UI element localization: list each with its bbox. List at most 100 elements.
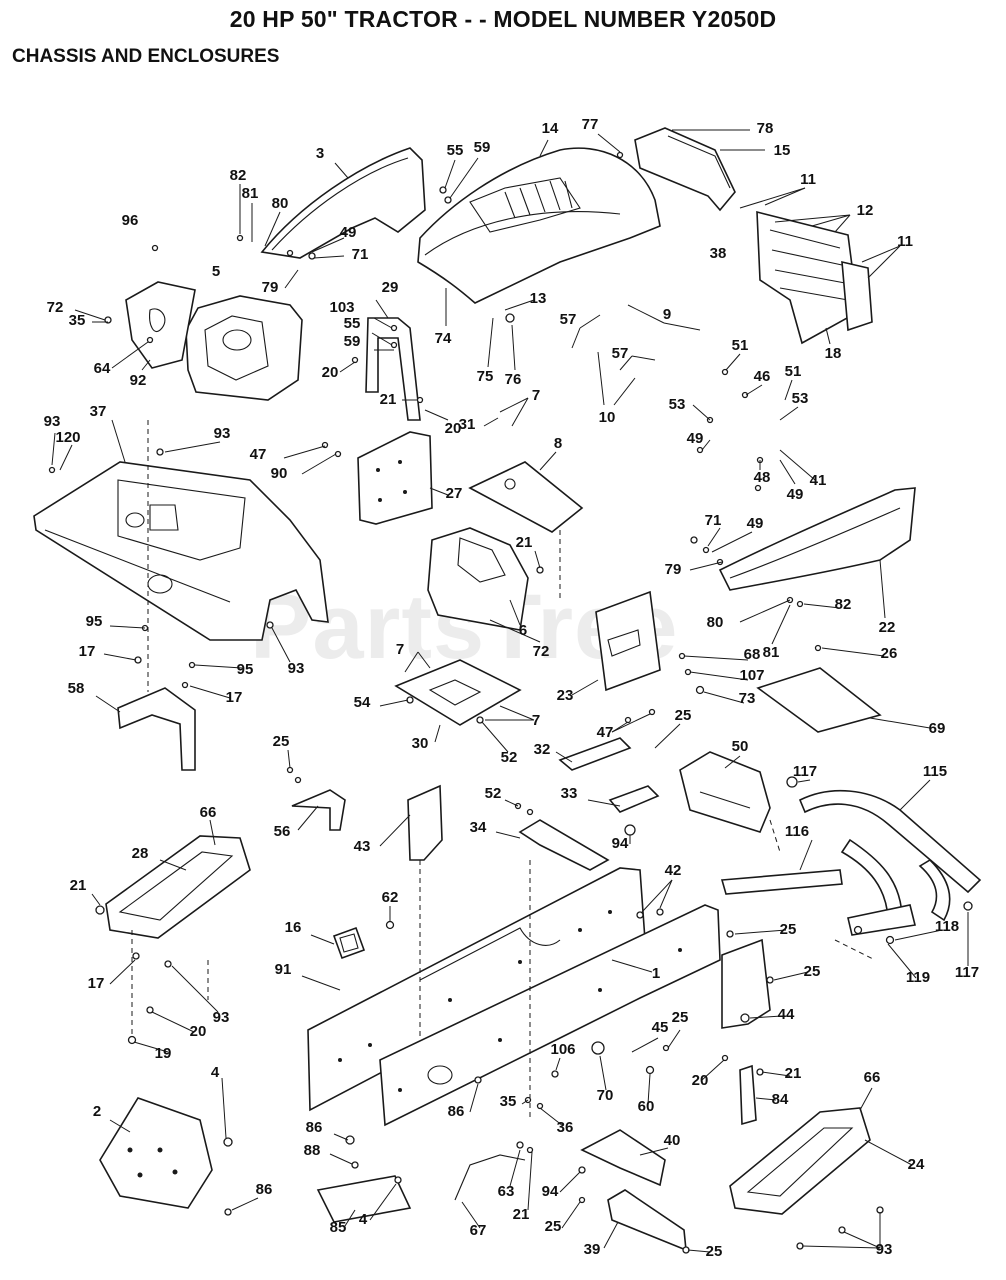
- callout-49: 49: [340, 224, 357, 241]
- callout-7: 7: [532, 712, 540, 729]
- callout-18: 18: [825, 345, 842, 362]
- callout-25: 25: [672, 1009, 689, 1026]
- callout-3: 3: [316, 145, 324, 162]
- callout-4: 4: [359, 1211, 368, 1228]
- callout-93: 93: [214, 425, 231, 442]
- callout-37: 37: [90, 403, 107, 420]
- callout-86: 86: [448, 1103, 465, 1120]
- part-39-bracket: [607, 1189, 687, 1252]
- callout-66: 66: [864, 1069, 881, 1086]
- callout-26: 26: [881, 645, 898, 662]
- part-50-bracket: [679, 751, 771, 833]
- callout-7: 7: [532, 387, 540, 404]
- callout-17: 17: [226, 689, 243, 706]
- part-30-plate: [394, 659, 522, 726]
- part-27-plate: [357, 431, 433, 525]
- part-116-bar: [720, 869, 843, 895]
- callout-21: 21: [516, 534, 533, 551]
- callout-82: 82: [230, 167, 247, 184]
- leader-lines: [51, 129, 969, 1253]
- callout-103: 103: [329, 299, 354, 316]
- callout-21: 21: [513, 1206, 530, 1223]
- callout-117: 117: [793, 763, 817, 780]
- callout-15: 15: [774, 142, 791, 159]
- callout-43: 43: [354, 838, 371, 855]
- diagram-subtitle: CHASSIS AND ENCLOSURES: [12, 46, 280, 67]
- callout-21: 21: [785, 1065, 802, 1082]
- callout-42: 42: [665, 862, 682, 879]
- callout-48: 48: [754, 469, 771, 486]
- part-12-grille: [756, 210, 873, 345]
- callout-93: 93: [44, 413, 61, 430]
- callout-80: 80: [272, 195, 289, 212]
- part-85-bar: [316, 1175, 412, 1223]
- callout-86: 86: [256, 1181, 273, 1198]
- callout-70: 70: [597, 1087, 614, 1104]
- callout-59: 59: [344, 333, 361, 350]
- callout-16: 16: [285, 919, 302, 936]
- assembly-lines: [131, 420, 876, 1120]
- part-3-hood-side-panel: [260, 147, 426, 259]
- callout-20: 20: [692, 1072, 709, 1089]
- callout-78: 78: [757, 120, 774, 137]
- callout-93: 93: [288, 660, 305, 677]
- callout-94: 94: [542, 1183, 559, 1200]
- callout-84: 84: [772, 1091, 789, 1108]
- part-24-footpad: [729, 1107, 871, 1215]
- diagram-title: 20 HP 50" TRACTOR - - MODEL NUMBER Y2050…: [229, 6, 777, 32]
- part-58-bracket: [117, 687, 196, 771]
- callout-19: 19: [155, 1045, 172, 1062]
- callout-25: 25: [273, 733, 290, 750]
- callout-30: 30: [412, 735, 429, 752]
- callout-57: 57: [612, 345, 629, 362]
- callout-17: 17: [79, 643, 96, 660]
- callout-29: 29: [382, 279, 399, 296]
- callout-76: 76: [505, 371, 522, 388]
- callout-35: 35: [500, 1093, 517, 1110]
- part-118-mount: [847, 904, 916, 936]
- callout-81: 81: [763, 644, 780, 661]
- callout-47: 47: [250, 446, 267, 463]
- callout-35: 35: [69, 312, 86, 329]
- callout-47: 47: [597, 724, 614, 741]
- callout-22: 22: [879, 619, 896, 636]
- callout-12: 12: [857, 202, 874, 219]
- callout-55: 55: [447, 142, 464, 159]
- callout-49: 49: [687, 430, 704, 447]
- callout-82: 82: [835, 596, 852, 613]
- part-84-bracket: [739, 1064, 757, 1126]
- callout-5: 5: [212, 263, 220, 280]
- part-92-cover: [125, 281, 196, 369]
- callout-49: 49: [787, 486, 804, 503]
- callout-107: 107: [739, 667, 764, 684]
- callout-120: 120: [55, 429, 80, 446]
- callout-20: 20: [322, 364, 339, 381]
- callout-57: 57: [560, 311, 577, 328]
- part-43-bracket: [407, 784, 443, 861]
- part-23-plate: [595, 590, 661, 692]
- callout-117: 117: [955, 964, 979, 981]
- callout-40: 40: [664, 1132, 681, 1149]
- callout-72: 72: [533, 643, 550, 660]
- callout-68: 68: [744, 646, 761, 663]
- callout-79: 79: [262, 279, 279, 296]
- callout-25: 25: [780, 921, 797, 938]
- callout-4: 4: [211, 1064, 220, 1081]
- callout-36: 36: [557, 1119, 574, 1136]
- callout-38: 38: [710, 245, 727, 262]
- part-16-grommet: [332, 926, 366, 960]
- callout-44: 44: [778, 1006, 795, 1023]
- callout-11: 11: [800, 171, 816, 188]
- callout-17: 17: [88, 975, 105, 992]
- callout-39: 39: [584, 1241, 601, 1258]
- callout-80: 80: [707, 614, 724, 631]
- part-28-footpad: [105, 835, 251, 939]
- callout-75: 75: [477, 368, 494, 385]
- callout-60: 60: [638, 1098, 655, 1115]
- part-32-bracket: [558, 737, 632, 771]
- callout-51: 51: [732, 337, 749, 354]
- part-14-hood: [417, 147, 661, 304]
- callout-24: 24: [908, 1156, 925, 1173]
